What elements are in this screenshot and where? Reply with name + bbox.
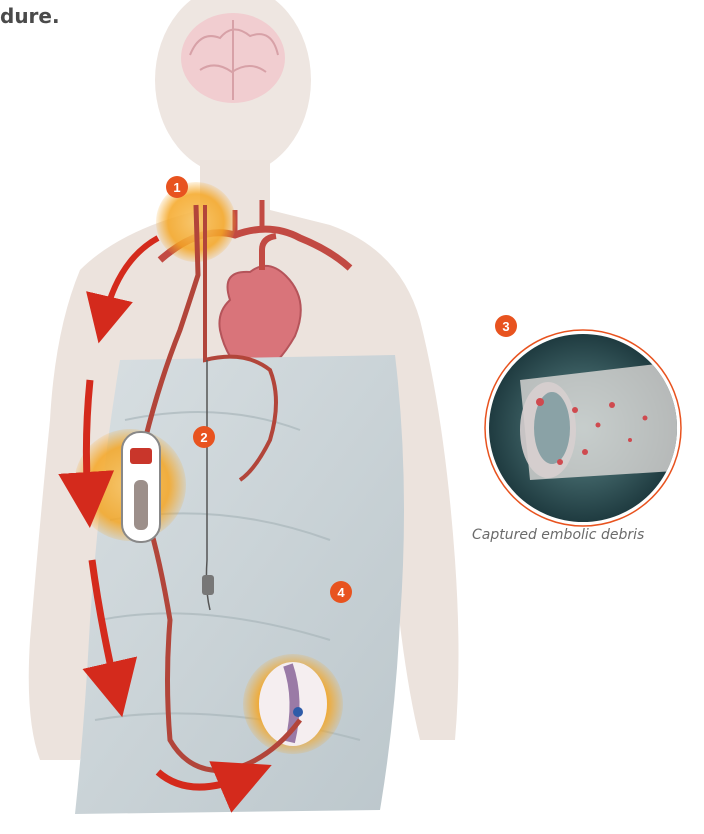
surgical-drape [75, 355, 404, 814]
callout-badge-1: 1 [166, 176, 188, 198]
svg-text:4: 4 [337, 585, 345, 600]
callout-badge-2: 2 [193, 426, 215, 448]
callout-badge-3: 3 [495, 315, 517, 337]
callout-badge-4: 4 [330, 581, 352, 603]
curved-arrow-icon [86, 380, 90, 500]
debris-inset [485, 330, 690, 526]
svg-text:1: 1 [173, 180, 180, 195]
svg-text:3: 3 [502, 319, 509, 334]
svg-text:2: 2 [200, 430, 207, 445]
brain-icon [181, 13, 285, 103]
inset-caption: Captured embolic debris [472, 527, 644, 543]
return-vessel-detail [259, 662, 327, 746]
controller-device-icon [122, 432, 160, 542]
